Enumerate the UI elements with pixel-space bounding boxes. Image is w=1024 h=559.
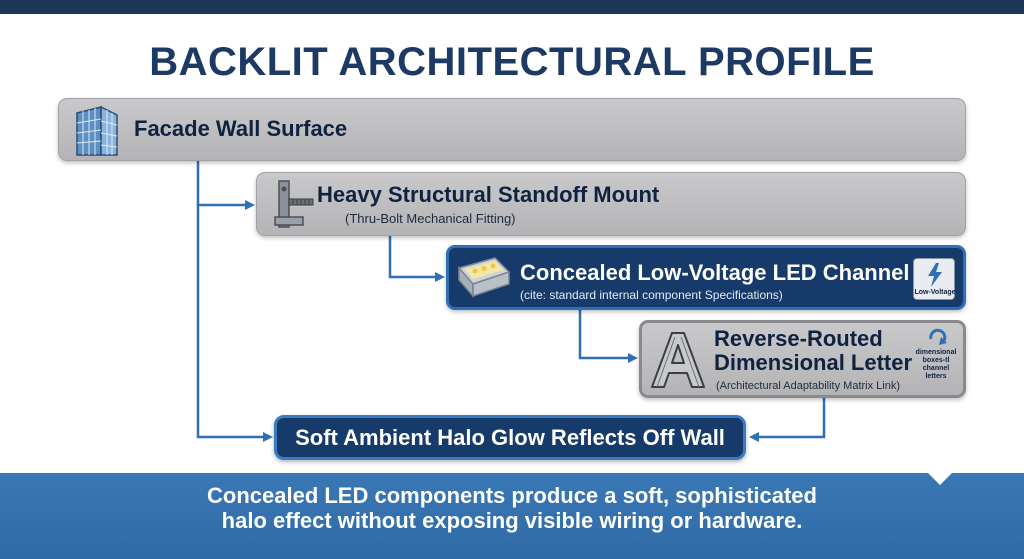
letter-a-icon: [651, 332, 705, 388]
page-title: BACKLIT ARCHITECTURAL PROFILE: [149, 40, 875, 84]
led-channel-subtitle: (cite: standard internal component Speci…: [520, 288, 783, 302]
halo-glow-result: Soft Ambient Halo Glow Reflects Off Wall: [274, 415, 746, 460]
footer-notch-icon: [928, 473, 952, 485]
standoff-mount-panel: Heavy Structural Standoff Mount (Thru-Bo…: [256, 172, 966, 236]
footer-caption: Concealed LED components produce a soft,…: [150, 483, 874, 533]
standoff-subtitle: (Thru-Bolt Mechanical Fitting): [345, 211, 516, 226]
connector-standoff-channel: [388, 236, 445, 282]
rotate-arrow-icon: [929, 328, 947, 345]
top-band: [0, 0, 1024, 14]
facade-title: Facade Wall Surface: [134, 116, 348, 141]
led-channel-title: Concealed Low-Voltage LED Channel: [520, 260, 910, 285]
dimensional-letter-panel: Reverse-Routed Dimensional Letter (Archi…: [639, 320, 966, 398]
footer-line-1: Concealed LED components produce a soft,…: [207, 483, 817, 508]
lightning-icon: [928, 263, 942, 287]
letter-title: Reverse-Routed Dimensional Letter: [714, 326, 913, 375]
low-voltage-label: Low-Voltage: [914, 289, 956, 296]
bolt-bracket-icon: [274, 180, 314, 228]
footer-line-2: halo effect without exposing visible wir…: [221, 508, 803, 533]
led-channel-panel: Concealed Low-Voltage LED Channel (cite:…: [446, 245, 966, 310]
dimensional-note: dimensional boxes-tl channel letters: [915, 349, 957, 380]
connector-facade-standoff: [196, 161, 255, 210]
building-icon: [76, 105, 118, 156]
connector-letter-glow: [749, 398, 826, 442]
standoff-title: Heavy Structural Standoff Mount: [317, 182, 660, 207]
footer-band: [0, 473, 1024, 559]
low-voltage-badge: Low-Voltage: [913, 258, 956, 300]
connector-facade-glow: [196, 205, 273, 442]
facade-wall-panel: Facade Wall Surface: [58, 98, 966, 161]
letter-subtitle: (Architectural Adaptability Matrix Link): [716, 380, 901, 392]
connector-channel-letter: [578, 310, 638, 363]
led-strip-icon: [457, 257, 511, 298]
